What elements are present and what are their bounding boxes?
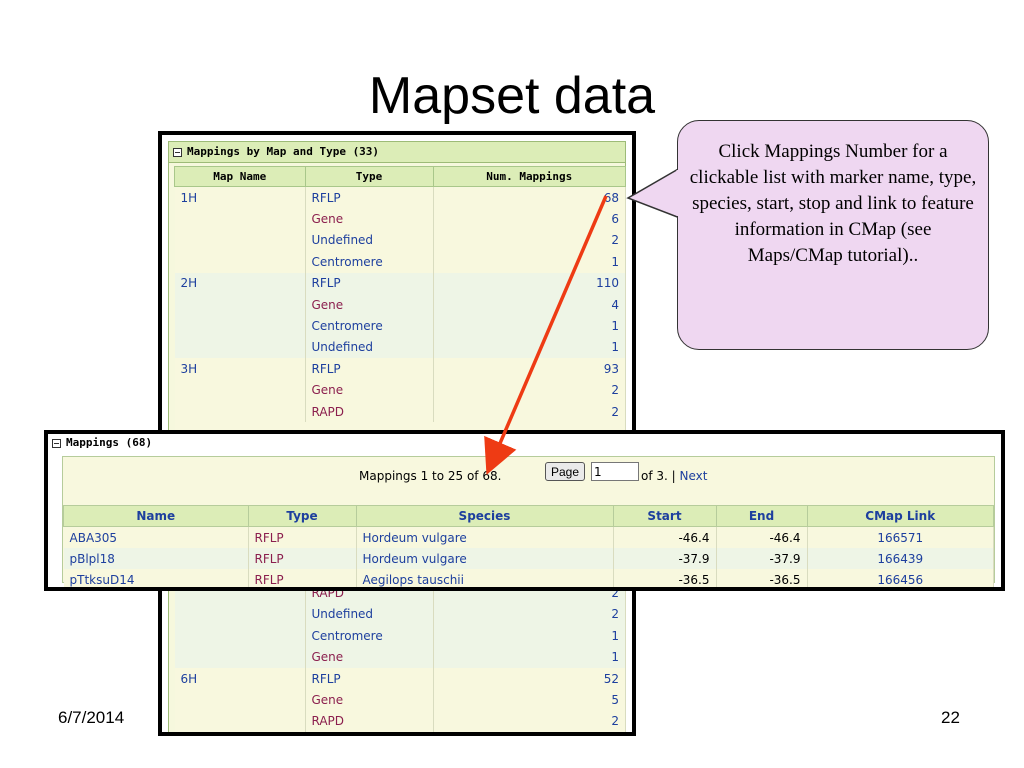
- end-cell: -46.4: [716, 526, 808, 548]
- type-cell[interactable]: Gene: [305, 689, 434, 711]
- footer-page-number: 22: [941, 708, 960, 727]
- map-name-cell: [174, 251, 306, 273]
- map-name-cell[interactable]: 6H: [174, 667, 306, 690]
- num-mappings-link[interactable]: 2: [433, 603, 626, 626]
- marker-type-link[interactable]: RFLP: [248, 569, 357, 587]
- page-input[interactable]: [591, 462, 639, 481]
- type-cell[interactable]: Undefined: [305, 229, 434, 252]
- map-name-cell: [174, 293, 306, 316]
- type-cell[interactable]: RFLP: [305, 186, 434, 209]
- col-type[interactable]: Type: [304, 166, 434, 187]
- map-name-cell: [174, 625, 306, 647]
- of-text: of 3. |: [641, 469, 676, 483]
- col-cmap-link[interactable]: CMap Link: [806, 505, 994, 527]
- num-mappings-link[interactable]: 5: [433, 689, 626, 711]
- map-name-cell: [174, 315, 306, 337]
- mappings-header[interactable]: Mappings (68): [48, 434, 1001, 452]
- next-link[interactable]: Next: [679, 469, 708, 483]
- start-cell: -36.5: [613, 569, 717, 587]
- species-link[interactable]: Hordeum vulgare: [356, 526, 614, 548]
- collapse-icon[interactable]: [173, 147, 182, 157]
- collapse-icon[interactable]: [52, 438, 61, 448]
- map-name-cell: [174, 710, 306, 732]
- type-cell[interactable]: Undefined: [305, 336, 434, 359]
- slide-title: Mapset data: [368, 67, 656, 125]
- cmap-link[interactable]: 166439: [807, 548, 994, 569]
- page-button[interactable]: Page: [545, 462, 586, 481]
- type-cell[interactable]: Undefined: [305, 603, 434, 626]
- col-map-name[interactable]: Map Name: [174, 166, 306, 187]
- map-name-cell[interactable]: 1H: [174, 186, 306, 209]
- callout-box: Click Mappings Number for a clickable li…: [677, 120, 989, 350]
- mappings-panel: Mappings (68) Mappings 1 to 25 of 68. Pa…: [44, 430, 1005, 591]
- end-cell: -36.5: [716, 569, 808, 587]
- col-type[interactable]: Type: [247, 505, 357, 527]
- mappings-by-map-title: Mappings by Map and Type (33): [187, 145, 380, 158]
- col-start[interactable]: Start: [612, 505, 717, 527]
- col-name[interactable]: Name: [63, 505, 249, 527]
- type-cell[interactable]: RFLP: [305, 358, 434, 380]
- map-name-cell: [174, 379, 306, 401]
- type-cell[interactable]: RFLP: [305, 272, 434, 294]
- map-name-cell: [174, 689, 306, 711]
- species-link[interactable]: Aegilops tauschii: [356, 569, 614, 587]
- mappings-by-map-inner: Mappings by Map and Type (33) Map Name T…: [168, 141, 626, 732]
- cmap-link[interactable]: 166571: [807, 526, 994, 548]
- map-name-cell: [174, 336, 306, 359]
- marker-type-link[interactable]: RFLP: [248, 526, 357, 548]
- col-end[interactable]: End: [715, 505, 808, 527]
- page-count: of 3. | Next: [641, 469, 707, 483]
- map-name-cell[interactable]: 3H: [174, 358, 306, 380]
- mappings-inner: Mappings 1 to 25 of 68. Page of 3. | Nex…: [62, 456, 995, 587]
- type-cell[interactable]: RAPD: [305, 400, 434, 423]
- callout-text: Click Mappings Number for a clickable li…: [689, 141, 977, 266]
- mappings-table: Name Type Species Start End CMap Link AB…: [63, 505, 994, 587]
- map-name-cell: [174, 646, 306, 668]
- map-name-cell: [174, 229, 306, 252]
- cmap-link[interactable]: 166456: [807, 569, 994, 587]
- pager: Mappings 1 to 25 of 68. Page of 3. | Nex…: [63, 457, 994, 505]
- start-cell: -46.4: [613, 526, 717, 548]
- marker-name-link[interactable]: ABA305: [63, 526, 249, 548]
- type-cell[interactable]: Gene: [305, 379, 434, 401]
- num-mappings-link[interactable]: 1: [433, 625, 626, 647]
- marker-name-link[interactable]: pBlpl18: [63, 548, 249, 569]
- start-cell: -37.9: [613, 548, 717, 569]
- type-cell[interactable]: Gene: [305, 208, 434, 230]
- marker-type-link[interactable]: RFLP: [248, 548, 357, 569]
- pager-text: Mappings 1 to 25 of 68.: [359, 469, 502, 483]
- marker-name-link[interactable]: pTtksuD14: [63, 569, 249, 587]
- map-name-cell[interactable]: 2H: [174, 272, 306, 294]
- type-cell[interactable]: RFLP: [305, 667, 434, 690]
- mappings-by-map-header[interactable]: Mappings by Map and Type (33): [169, 142, 625, 163]
- type-cell[interactable]: Gene: [305, 293, 434, 316]
- map-name-cell: [174, 603, 306, 626]
- type-cell[interactable]: Gene: [305, 646, 434, 668]
- end-cell: -37.9: [716, 548, 808, 569]
- mappings-title: Mappings (68): [66, 436, 153, 449]
- num-mappings-link[interactable]: 52: [433, 667, 626, 690]
- type-cell[interactable]: Centromere: [305, 251, 434, 273]
- col-species[interactable]: Species: [355, 505, 614, 527]
- footer-date: 6/7/2014: [58, 708, 125, 727]
- col-num-mappings[interactable]: Num. Mappings: [432, 166, 626, 187]
- type-cell[interactable]: RAPD: [305, 710, 434, 732]
- type-cell[interactable]: Centromere: [305, 315, 434, 337]
- species-link[interactable]: Hordeum vulgare: [356, 548, 614, 569]
- num-mappings-link[interactable]: 2: [433, 710, 626, 732]
- map-name-cell: [174, 400, 306, 423]
- type-cell[interactable]: Centromere: [305, 625, 434, 647]
- map-name-cell: [174, 208, 306, 230]
- num-mappings-link[interactable]: 1: [433, 646, 626, 668]
